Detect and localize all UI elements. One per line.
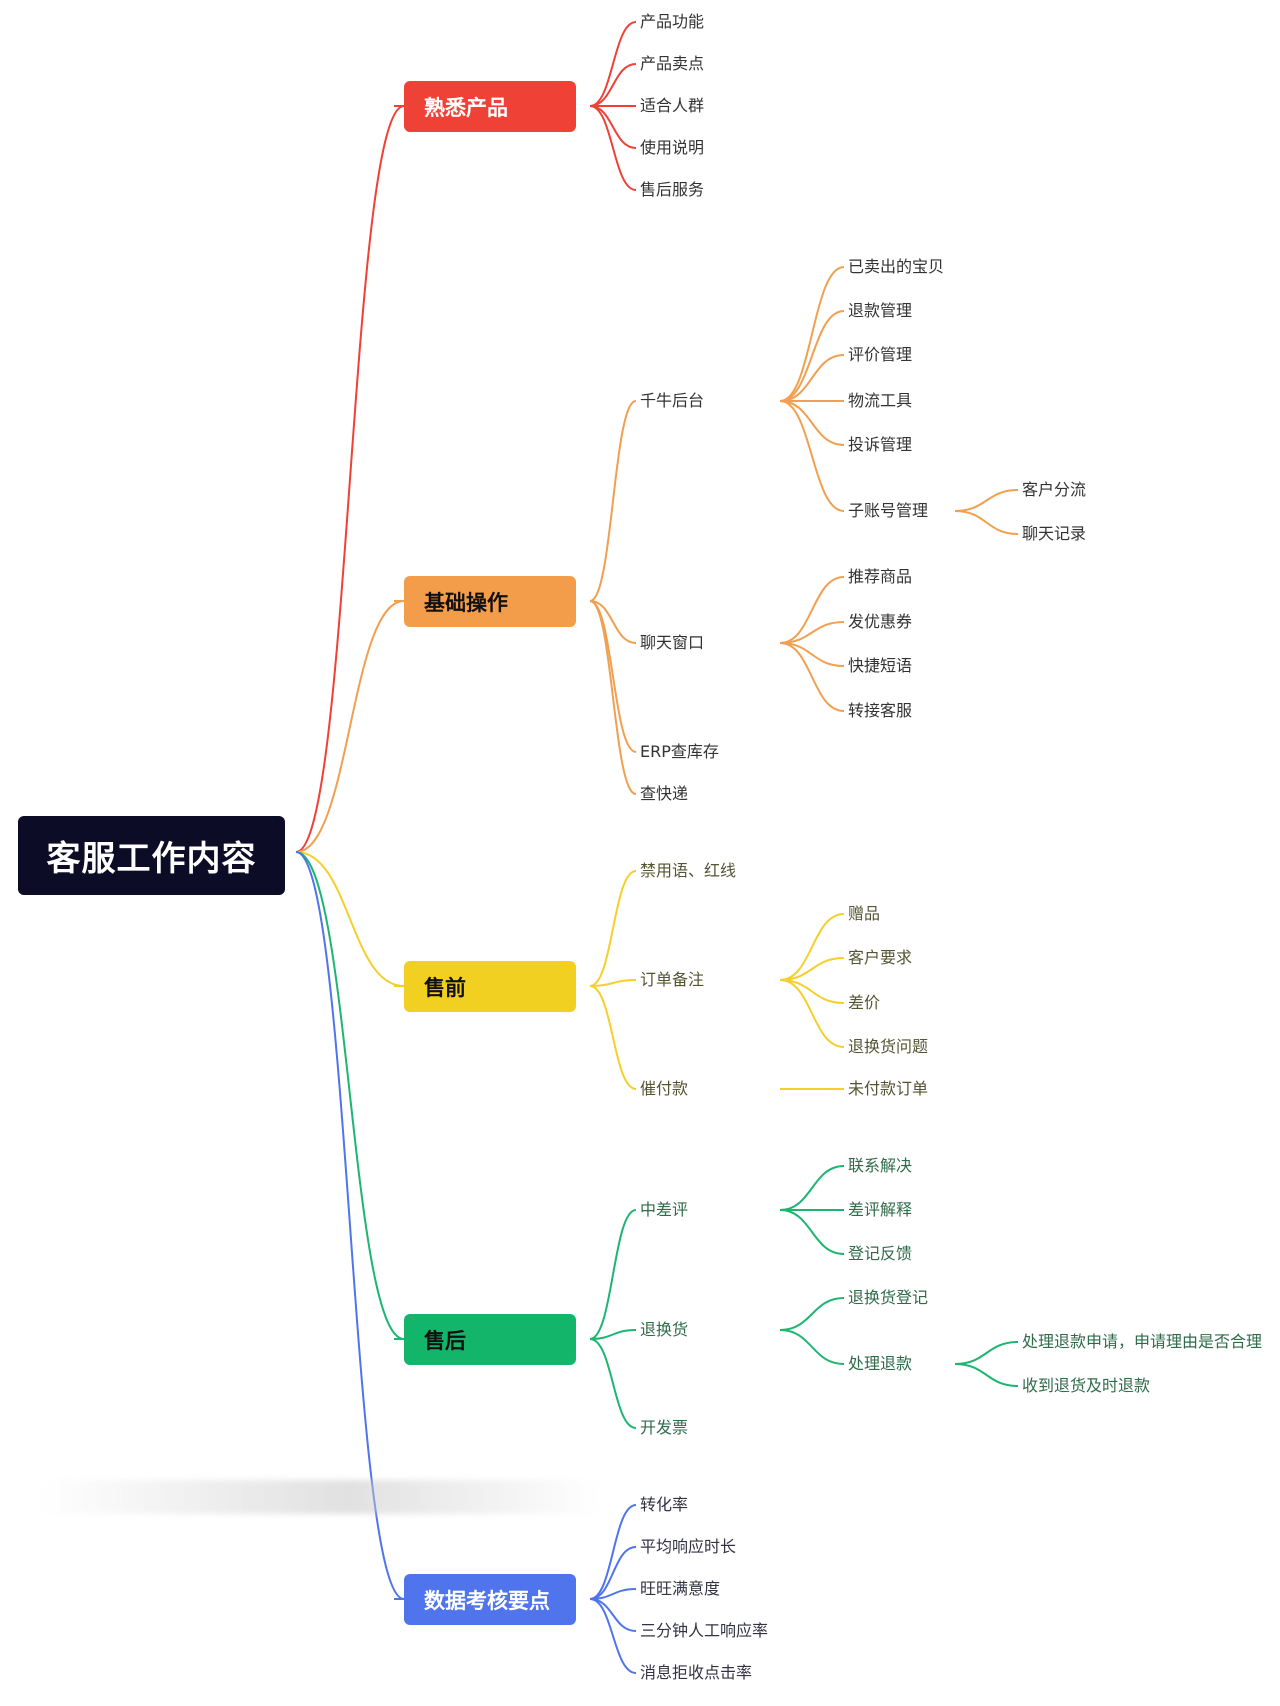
- leaf-node[interactable]: 使用说明: [640, 138, 705, 157]
- connector-branch-leaf: [589, 1209, 637, 1340]
- connector-leaf-sub: [779, 957, 845, 981]
- connector-root-branch: [295, 851, 405, 1600]
- sub-leaf-node[interactable]: 已卖出的宝贝: [848, 257, 945, 276]
- connector-branch-leaf: [589, 1329, 637, 1340]
- connector-branch-leaf: [589, 1504, 637, 1600]
- connector-branch-leaf: [589, 400, 637, 602]
- sub-leaf-node[interactable]: 赠品: [848, 904, 881, 923]
- sub-leaf-node[interactable]: 差价: [848, 993, 881, 1012]
- leaf-node[interactable]: 转化率: [640, 1495, 689, 1514]
- connector-root-branch: [295, 105, 405, 853]
- sub-leaf-node[interactable]: 处理退款: [848, 1354, 913, 1373]
- sub-leaf-node[interactable]: 差评解释: [848, 1200, 913, 1219]
- connector-leaf-sub: [779, 913, 845, 981]
- connector-leaf-sub: [779, 979, 845, 1048]
- leaf-node[interactable]: 聊天窗口: [640, 633, 705, 652]
- connector-leaf-sub: [779, 266, 845, 402]
- connector-leaf-sub: [779, 1297, 845, 1331]
- connector-branch-leaf: [589, 105, 637, 191]
- connector-branch-leaf: [589, 1598, 637, 1632]
- leaf-node[interactable]: 禁用语、红线: [640, 861, 737, 880]
- connector-leaf-sub: [779, 576, 845, 644]
- sub-leaf-node[interactable]: 登记反馈: [848, 1244, 913, 1263]
- connector-leaf-sub: [779, 642, 845, 712]
- leaf-node[interactable]: 产品功能: [640, 12, 705, 31]
- connector-branch-leaf: [589, 1598, 637, 1674]
- sub-leaf-node[interactable]: 客户要求: [848, 948, 913, 967]
- sub-leaf-node[interactable]: 未付款订单: [848, 1079, 929, 1098]
- blur-artifact: [40, 1480, 600, 1514]
- leaf-node[interactable]: 三分钟人工响应率: [640, 1621, 769, 1640]
- branch-node-basic-ops[interactable]: 基础操作: [404, 576, 576, 627]
- connector-leaf-sub: [779, 354, 845, 402]
- leaf-node[interactable]: 查快递: [640, 784, 689, 803]
- leaf-node[interactable]: 消息拒收点击率: [640, 1663, 753, 1682]
- connector-branch-leaf: [589, 600, 637, 795]
- connector-leaf-sub: [779, 400, 845, 512]
- leaf-node[interactable]: 售后服务: [640, 180, 705, 199]
- connector-branch-leaf: [589, 600, 637, 644]
- connector-branch-leaf: [589, 985, 637, 1090]
- connector-branch-leaf: [589, 105, 637, 149]
- connector-branch-leaf: [589, 1338, 637, 1429]
- branch-node-aftersale[interactable]: 售后: [404, 1314, 576, 1365]
- root-node[interactable]: 客服工作内容: [18, 816, 285, 895]
- sub2-leaf-node[interactable]: 聊天记录: [1022, 524, 1087, 543]
- leaf-node[interactable]: ERP查库存: [640, 742, 719, 761]
- sub-leaf-node[interactable]: 投诉管理: [848, 435, 913, 454]
- connector-branch-leaf: [589, 870, 637, 987]
- sub-leaf-node[interactable]: 转接客服: [848, 701, 913, 720]
- connector-leaf-sub: [779, 1209, 845, 1255]
- sub-leaf-node[interactable]: 子账号管理: [848, 501, 929, 520]
- connector-sub-sub2: [954, 510, 1019, 535]
- connector-branch-leaf: [589, 63, 637, 107]
- leaf-node[interactable]: 催付款: [640, 1079, 689, 1098]
- branch-node-data-kpi[interactable]: 数据考核要点: [404, 1574, 576, 1625]
- connector-leaf-sub: [779, 1329, 845, 1365]
- connector-sub-sub2: [954, 1363, 1019, 1387]
- connector-root-branch: [295, 851, 405, 1340]
- connector-leaf-sub: [779, 979, 845, 1004]
- leaf-node[interactable]: 平均响应时长: [640, 1537, 737, 1556]
- connector-branch-leaf: [589, 979, 637, 987]
- sub2-leaf-node[interactable]: 收到退货及时退款: [1022, 1376, 1151, 1395]
- sub-leaf-node[interactable]: 联系解决: [848, 1156, 913, 1175]
- connector-root-branch: [295, 600, 405, 853]
- sub-leaf-node[interactable]: 评价管理: [848, 345, 913, 364]
- connector-branch-leaf: [589, 1546, 637, 1600]
- leaf-node[interactable]: 适合人群: [640, 96, 705, 115]
- connector-leaf-sub: [779, 310, 845, 402]
- connector-root-branch: [295, 851, 405, 987]
- connector-leaf-sub: [779, 1165, 845, 1211]
- connector-leaf-sub: [779, 621, 845, 644]
- branch-node-presale[interactable]: 售前: [404, 961, 576, 1012]
- leaf-node[interactable]: 产品卖点: [640, 54, 705, 73]
- sub-leaf-node[interactable]: 退换货登记: [848, 1288, 929, 1307]
- sub2-leaf-node[interactable]: 处理退款申请，申请理由是否合理: [1022, 1332, 1263, 1351]
- leaf-node[interactable]: 旺旺满意度: [640, 1579, 721, 1598]
- sub-leaf-node[interactable]: 物流工具: [848, 391, 913, 410]
- connector-branch-leaf: [589, 21, 637, 107]
- sub-leaf-node[interactable]: 快捷短语: [848, 656, 913, 675]
- leaf-node[interactable]: 千牛后台: [640, 391, 705, 410]
- leaf-node[interactable]: 退换货: [640, 1320, 689, 1339]
- connector-sub-sub2: [954, 1341, 1019, 1365]
- sub-leaf-node[interactable]: 退款管理: [848, 301, 913, 320]
- leaf-node[interactable]: 开发票: [640, 1418, 689, 1437]
- sub-leaf-node[interactable]: 退换货问题: [848, 1037, 929, 1056]
- branch-node-product[interactable]: 熟悉产品: [404, 81, 576, 132]
- sub-leaf-node[interactable]: 推荐商品: [848, 567, 913, 586]
- connector-leaf-sub: [779, 642, 845, 667]
- sub2-leaf-node[interactable]: 客户分流: [1022, 480, 1087, 499]
- leaf-node[interactable]: 中差评: [640, 1200, 689, 1219]
- connector-sub-sub2: [954, 489, 1019, 512]
- connector-leaf-sub: [779, 400, 845, 446]
- sub-leaf-node[interactable]: 发优惠券: [848, 612, 913, 631]
- leaf-node[interactable]: 订单备注: [640, 970, 705, 989]
